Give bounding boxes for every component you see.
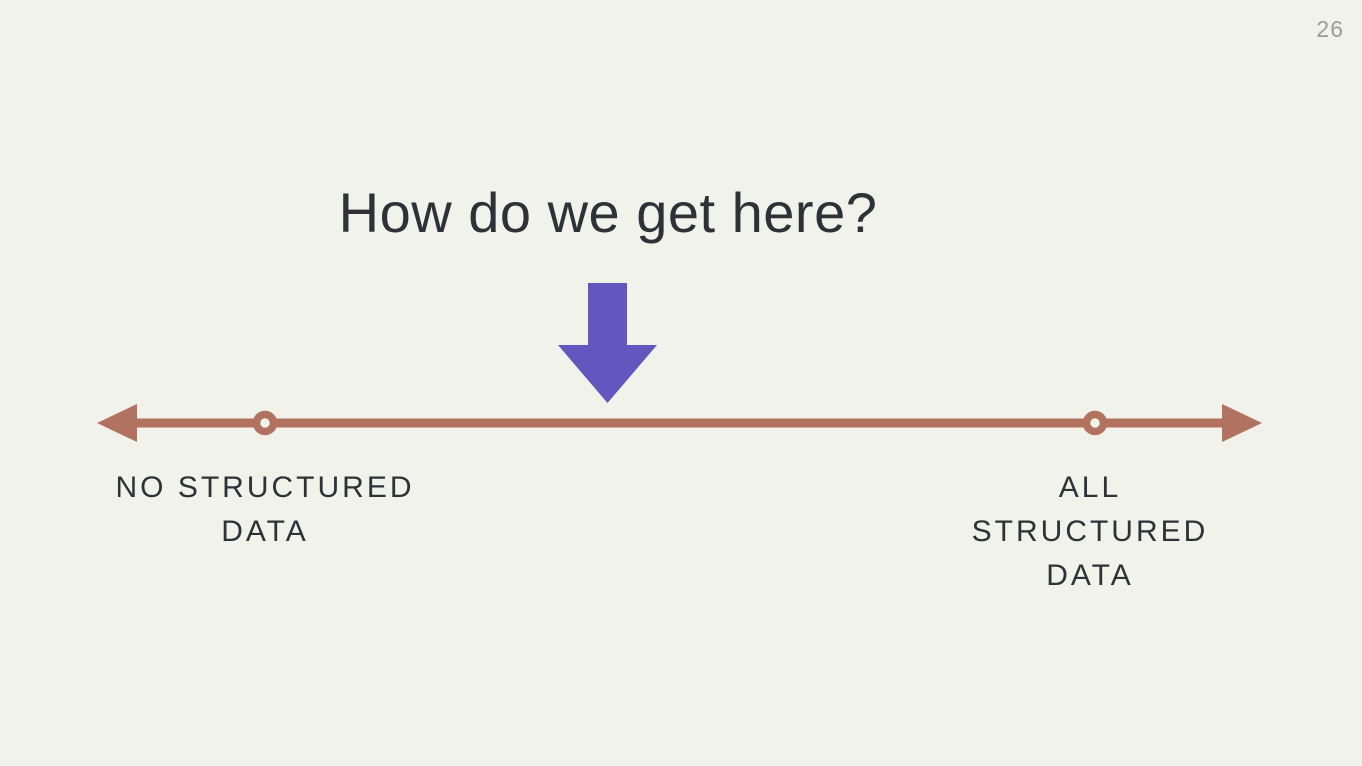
left-arrowhead-icon (97, 404, 137, 442)
spectrum-axis (97, 404, 1262, 442)
right-marker (1082, 410, 1108, 436)
left-axis-label: NO STRUCTURED DATA (115, 471, 415, 548)
right-arrowhead-icon (1222, 404, 1262, 442)
right-axis-label: ALL STRUCTURED DATA (971, 471, 1209, 592)
left-marker (252, 410, 278, 436)
down-arrow-icon (558, 283, 657, 403)
page-number: 26 (1316, 16, 1344, 42)
slide-title: How do we get here? (338, 181, 878, 244)
down-arrow-shape (558, 283, 657, 403)
